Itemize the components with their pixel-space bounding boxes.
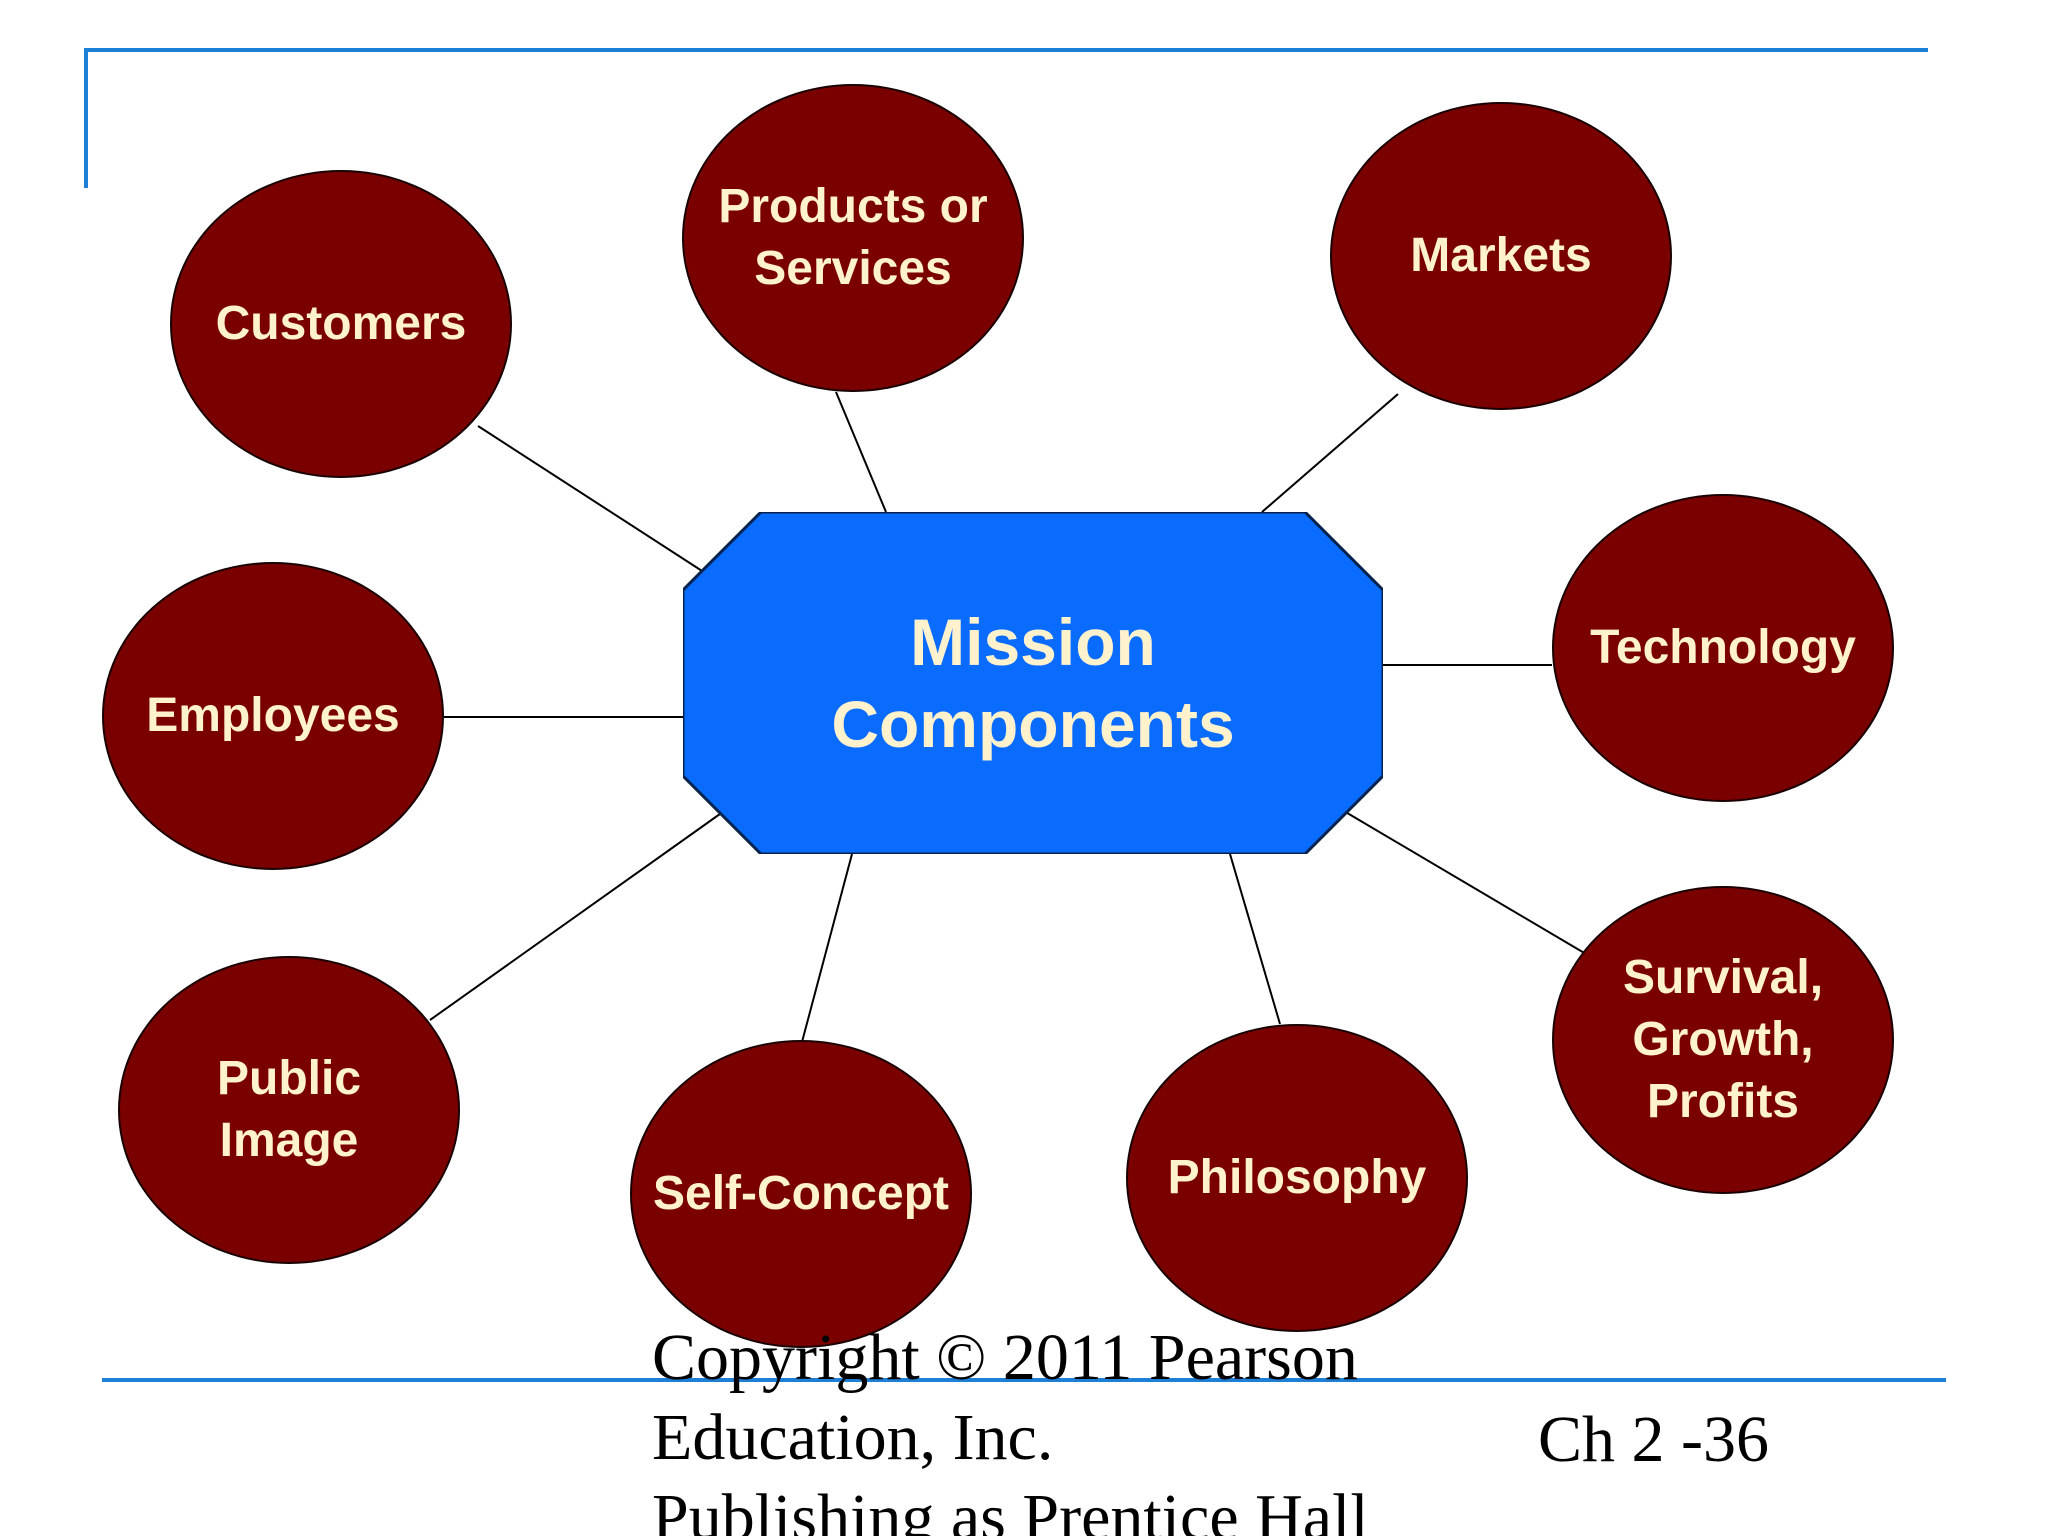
node-label-philosophy: Philosophy [1167, 1151, 1427, 1204]
center-octagon-shape [683, 512, 1383, 854]
connector-products-or-services [835, 391, 887, 513]
top-frame-line [84, 48, 1928, 52]
connector-philosophy [1229, 853, 1281, 1025]
node-public-image: Public Image [118, 956, 460, 1264]
node-label-self-concept: Self-Concept [652, 1167, 949, 1220]
node-employees: Employees [102, 562, 444, 870]
node-survival-growth-profits: Survival, Growth, Profits [1552, 886, 1894, 1194]
bottom-frame-line [102, 1378, 1946, 1382]
node-self-concept: Self-Concept [630, 1040, 972, 1348]
node-label-technology: Technology [1590, 621, 1856, 674]
center-label: Mission Components [831, 605, 1235, 761]
node-customers: Customers [170, 170, 512, 478]
center-node-mission-components: Mission Components [683, 512, 1383, 854]
connector-survival-growth-profits [1331, 803, 1587, 955]
node-markets: Markets [1330, 102, 1672, 410]
node-philosophy: Philosophy [1126, 1024, 1468, 1332]
left-frame-line [84, 48, 88, 188]
node-technology: Technology [1552, 494, 1894, 802]
node-label-survival-growth-profits: Survival, Growth, Profits [1622, 951, 1824, 1128]
node-label-products-or-services: Products or Services [718, 180, 988, 295]
connector-self-concept [801, 853, 853, 1043]
node-products-or-services: Products or Services [682, 84, 1024, 392]
connector-markets [1261, 393, 1399, 513]
copyright-text: Copyright © 2011 Pearson Education, Inc.… [652, 1321, 1369, 1536]
node-label-markets: Markets [1410, 229, 1592, 282]
slide-number: Ch 2 -36 [1538, 1403, 1769, 1476]
node-label-employees: Employees [146, 689, 400, 742]
node-label-public-image: Public Image [216, 1052, 362, 1167]
node-label-customers: Customers [215, 297, 467, 350]
connector-customers [477, 425, 717, 581]
connector-public-image [429, 803, 735, 1021]
